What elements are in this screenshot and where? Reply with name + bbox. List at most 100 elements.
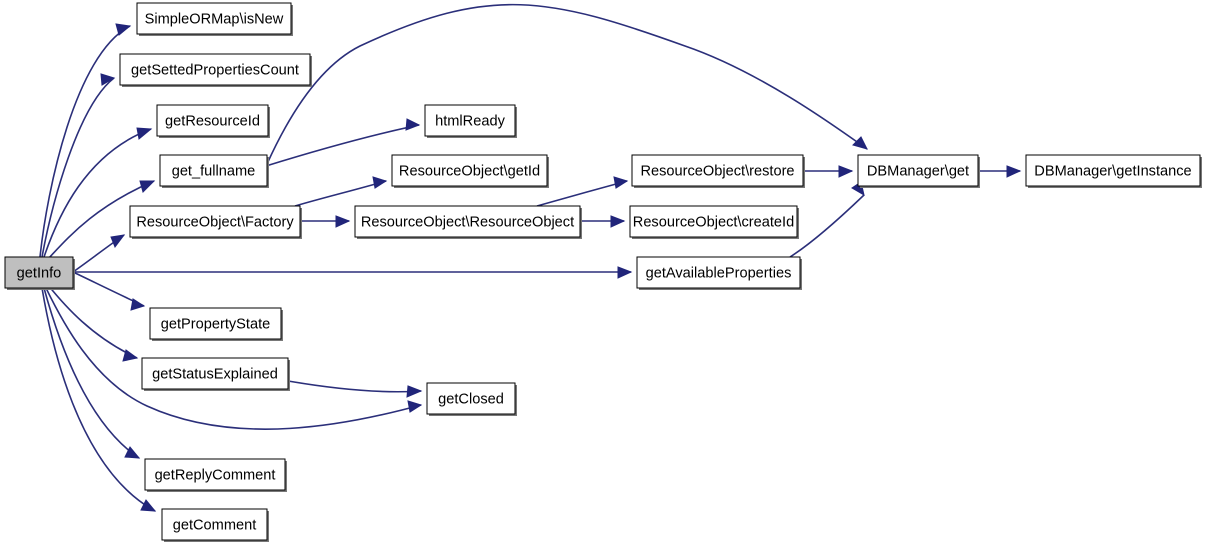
arrowhead-icon	[124, 446, 141, 459]
node-box[interactable]	[149, 307, 282, 340]
node-box[interactable]	[636, 256, 801, 289]
edge-getInfo-to-getAvailableProperties	[73, 266, 633, 279]
edge-line	[39, 25, 131, 258]
node-box[interactable]	[424, 104, 516, 137]
node-label: getPropertyState	[161, 316, 271, 332]
node-label: htmlReady	[435, 113, 505, 129]
arrowhead-icon	[130, 298, 146, 311]
node-get_fullname[interactable]: get_fullname	[159, 154, 269, 188]
edge-getInfo-to-getSettedPropertiesCount	[41, 73, 116, 258]
node-getComment[interactable]: getComment	[161, 508, 269, 542]
node-label: ResourceObject\restore	[640, 163, 794, 179]
node-label: SimpleORMap\isNew	[145, 11, 284, 27]
node-label: getSettedPropertiesCount	[131, 62, 299, 78]
node-box[interactable]	[426, 382, 516, 415]
edge-getInfo-to-ResourceObjectFactory	[72, 234, 126, 273]
node-box[interactable]	[857, 154, 979, 187]
edge-get_fullname-to-htmlReady	[265, 118, 421, 167]
edge-DBManagerGet-to-DBManagerGetInstance	[978, 165, 1022, 178]
edge-getInfo-to-getPropertyState	[72, 271, 146, 311]
arrowhead-icon	[613, 176, 629, 189]
node-box[interactable]	[141, 357, 289, 390]
edge-line	[46, 180, 155, 261]
node-label: DBManager\get	[867, 163, 969, 179]
node-box[interactable]	[156, 104, 269, 137]
edge-line	[41, 77, 115, 258]
arrowhead-icon	[139, 180, 156, 193]
arrowhead-icon	[110, 234, 126, 249]
node-box[interactable]	[354, 205, 581, 238]
node-htmlReady[interactable]: htmlReady	[424, 104, 517, 138]
edge-ResourceObjectResourceObject-to-ResourceObjectRestore	[536, 176, 629, 207]
node-box[interactable]	[136, 2, 292, 35]
edge-getInfo-to-SimpleORMapIsNew	[39, 23, 132, 258]
edge-getInfo-to-getStatusExplained	[47, 284, 139, 362]
arrowhead-icon	[405, 118, 421, 131]
arrowhead-icon	[136, 127, 153, 140]
node-getClosed[interactable]: getClosed	[426, 382, 517, 416]
arrowhead-icon	[838, 165, 854, 178]
node-ResourceObjectRestore[interactable]: ResourceObject\restore	[631, 154, 805, 188]
node-getResourceId[interactable]: getResourceId	[156, 104, 270, 138]
edge-getInfo-to-getResourceId	[43, 127, 153, 258]
edge-ResourceObjectResourceObject-to-ResourceObjectCreateId	[580, 215, 626, 228]
node-box[interactable]	[159, 154, 268, 187]
arrowhead-icon	[122, 349, 139, 362]
edge-line	[41, 287, 156, 512]
arrowhead-icon	[372, 176, 388, 189]
node-SimpleORMapIsNew[interactable]: SimpleORMap\isNew	[136, 2, 293, 36]
node-label: DBManager\getInstance	[1034, 163, 1191, 179]
node-label: get_fullname	[172, 163, 256, 179]
edge-getAvailableProperties-to-DBManagerGet	[789, 181, 865, 258]
edge-line	[45, 287, 422, 430]
arrowhead-icon	[100, 73, 116, 86]
edge-line	[294, 180, 387, 207]
node-label: getClosed	[438, 391, 504, 407]
edge-getStatusExplained-to-getClosed	[287, 380, 423, 398]
node-getSettedPropertiesCount[interactable]: getSettedPropertiesCount	[119, 53, 312, 87]
arrowhead-icon	[335, 215, 351, 228]
edge-line	[266, 3, 868, 165]
node-box[interactable]	[129, 205, 301, 238]
node-getAvailableProperties[interactable]: getAvailableProperties	[636, 256, 802, 290]
node-box[interactable]	[631, 154, 804, 187]
edge-line	[265, 124, 420, 167]
node-box[interactable]	[144, 458, 286, 491]
node-label: getStatusExplained	[152, 366, 278, 382]
node-getStatusExplained[interactable]: getStatusExplained	[141, 357, 290, 391]
node-ResourceObjectResourceObject[interactable]: ResourceObject\ResourceObject	[354, 205, 582, 239]
node-label: getAvailableProperties	[646, 265, 792, 281]
node-box[interactable]	[161, 508, 268, 541]
node-box[interactable]	[391, 154, 548, 187]
edge-line	[43, 287, 140, 459]
node-label: getReplyComment	[155, 467, 276, 483]
arrowhead-icon	[617, 266, 633, 279]
node-box[interactable]	[119, 53, 311, 86]
node-label: getComment	[173, 517, 257, 533]
edge-line	[536, 180, 628, 207]
edge-line	[47, 284, 138, 359]
arrowhead-icon	[1006, 165, 1022, 178]
node-getInfo[interactable]: getInfo	[4, 256, 75, 290]
node-label: getResourceId	[165, 113, 260, 129]
edge-line	[287, 380, 422, 393]
arrowhead-icon	[610, 215, 626, 228]
node-getReplyComment[interactable]: getReplyComment	[144, 458, 287, 492]
node-box[interactable]	[629, 205, 798, 238]
node-box[interactable]	[4, 256, 74, 289]
node-DBManagerGet[interactable]: DBManager\get	[857, 154, 980, 188]
edge-line	[789, 194, 865, 258]
node-ResourceObjectGetId[interactable]: ResourceObject\getId	[391, 154, 549, 188]
edge-line	[43, 128, 152, 258]
edge-ResourceObjectFactory-to-ResourceObjectGetId	[294, 176, 388, 207]
node-getPropertyState[interactable]: getPropertyState	[149, 307, 283, 341]
node-label: ResourceObject\ResourceObject	[361, 214, 574, 230]
node-box[interactable]	[1025, 154, 1201, 187]
edges-layer	[39, 3, 1022, 512]
edge-getInfo-to-getReplyComment	[43, 287, 141, 459]
node-DBManagerGetInstance[interactable]: DBManager\getInstance	[1025, 154, 1202, 188]
node-ResourceObjectCreateId[interactable]: ResourceObject\createId	[629, 205, 799, 239]
node-ResourceObjectFactory[interactable]: ResourceObject\Factory	[129, 205, 302, 239]
